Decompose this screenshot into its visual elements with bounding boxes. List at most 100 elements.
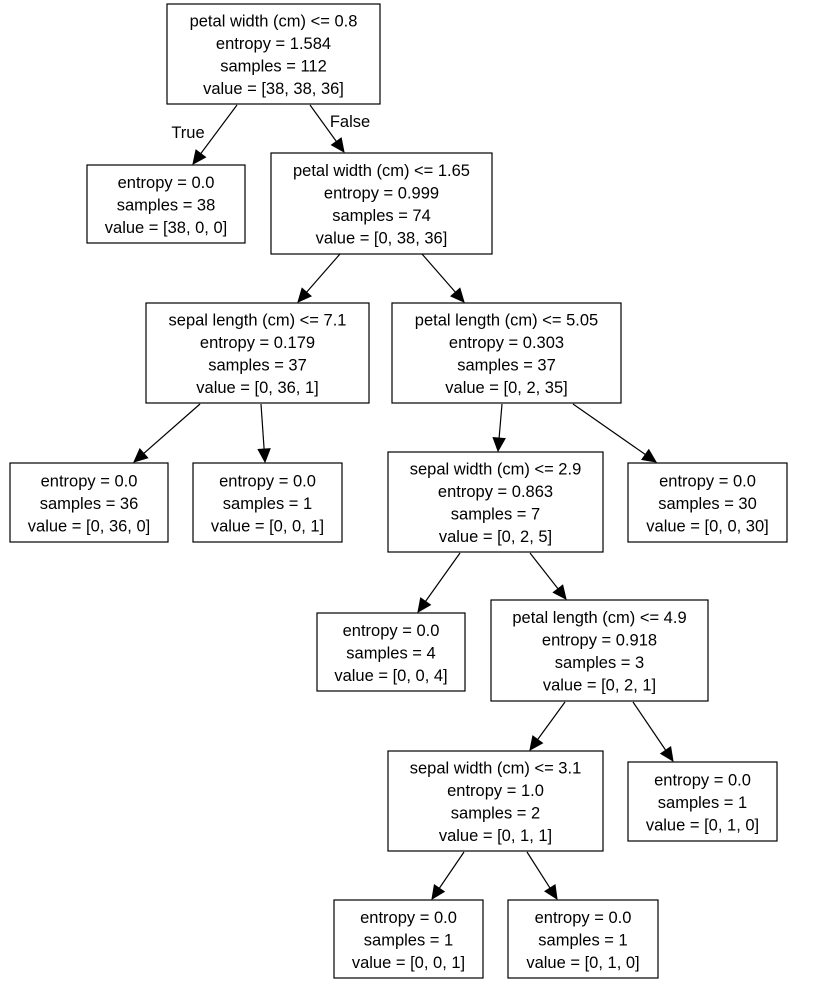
arrow-head [552, 584, 567, 600]
edge-line [526, 851, 551, 889]
edge-n4-n7 [492, 403, 506, 453]
node-box [387, 750, 604, 852]
edge-n11-n13 [431, 851, 465, 900]
node-value-text: value = [0, 0, 1] [352, 954, 465, 972]
node-samples-text: samples = 1 [538, 931, 627, 949]
node-entropy-text: entropy = 0.0 [659, 472, 756, 490]
node-entropy-text: entropy = 0.863 [438, 483, 553, 501]
edge-n4-n8 [572, 403, 657, 463]
node-entropy-text: entropy = 0.0 [343, 622, 440, 640]
node-box [391, 302, 622, 404]
edge-n3-n5 [133, 403, 201, 463]
edge-n7-n9 [417, 552, 461, 613]
node-samples-text: samples = 4 [346, 644, 435, 662]
arrow-head [257, 448, 271, 464]
node-entropy-text: entropy = 0.0 [219, 472, 316, 490]
arrow-head [192, 149, 207, 165]
node-split-condition: sepal width (cm) <= 2.9 [410, 461, 582, 479]
edge-n0-n2: False [309, 104, 370, 153]
arrow-head [529, 735, 544, 751]
node-entropy-text: entropy = 0.0 [360, 909, 457, 927]
edge-line [421, 253, 456, 293]
node-entropy-text: entropy = 0.918 [542, 632, 657, 650]
node-split-condition: sepal length (cm) <= 7.1 [169, 312, 347, 330]
edge-line [143, 403, 201, 454]
tree-node-n6: entropy = 0.0 samples = 1 value = [0, 0, 1… [192, 462, 343, 543]
edge-n11-n14 [526, 851, 558, 901]
node-entropy-text: entropy = 0.179 [200, 334, 315, 352]
node-box [145, 302, 370, 404]
edge-n10-n11 [529, 701, 566, 751]
node-value-text: value = [0, 36, 1] [196, 379, 318, 397]
node-samples-text: samples = 74 [332, 207, 431, 225]
node-box [9, 462, 169, 543]
node-box [166, 3, 381, 105]
tree-node-n9: entropy = 0.0 samples = 4 value = [0, 0, 4… [316, 612, 466, 692]
node-box [507, 899, 659, 979]
arrow-head [133, 447, 149, 463]
edge-line [309, 104, 337, 142]
node-samples-text: samples = 38 [117, 196, 216, 214]
edge-n10-n12 [632, 701, 674, 762]
tree-node-n1: entropy = 0.0 samples = 38 value = [38, 0,… [86, 164, 246, 244]
arrow-head [431, 884, 446, 900]
edge-n2-n4 [421, 253, 465, 303]
node-entropy-text: entropy = 0.0 [535, 909, 632, 927]
node-value-text: value = [0, 1, 1] [439, 827, 552, 845]
arrow-head [450, 287, 465, 303]
edge-line [200, 104, 238, 154]
node-samples-text: samples = 30 [658, 495, 757, 513]
node-box [86, 164, 246, 244]
edge-line [498, 403, 503, 439]
edge-line [260, 403, 265, 450]
edge-line [632, 701, 667, 751]
arrow-head [330, 137, 345, 153]
node-entropy-text: entropy = 1.584 [216, 35, 331, 53]
edge-line [537, 701, 566, 740]
node-entropy-text: entropy = 0.303 [449, 334, 564, 352]
node-entropy-text: entropy = 0.0 [118, 174, 215, 192]
node-split-condition: sepal width (cm) <= 3.1 [410, 760, 582, 778]
node-samples-text: samples = 37 [457, 357, 556, 375]
tree-node-n12: entropy = 0.0 samples = 1 value = [0, 1, 0… [627, 761, 778, 842]
node-value-text: value = [0, 0, 4] [334, 667, 447, 685]
node-samples-text: samples = 1 [658, 794, 747, 812]
node-split-condition: petal width (cm) <= 1.65 [293, 162, 470, 180]
arrow-head [641, 448, 657, 463]
node-samples-text: samples = 7 [451, 506, 540, 524]
node-box [333, 899, 484, 979]
node-value-text: value = [38, 38, 36] [203, 80, 344, 98]
edge-line [438, 851, 465, 889]
node-entropy-text: entropy = 0.0 [41, 472, 138, 490]
arrow-head [297, 287, 312, 303]
arrow-head [544, 883, 558, 901]
node-samples-text: samples = 1 [364, 931, 453, 949]
node-value-text: value = [0, 36, 0] [28, 517, 150, 535]
edge-label-true: True [171, 124, 204, 142]
tree-node-n13: entropy = 0.0 samples = 1 value = [0, 0, 1… [333, 899, 484, 979]
node-value-text: value = [0, 0, 1] [211, 517, 324, 535]
edge-n3-n6 [257, 403, 271, 464]
tree-node-n7: sepal width (cm) <= 2.9 entropy = 0.863 sa… [387, 451, 604, 553]
node-value-text: value = [0, 1, 0] [526, 954, 639, 972]
node-box [490, 599, 709, 702]
node-value-text: value = [38, 0, 0] [105, 219, 227, 237]
edges-layer: True False [133, 104, 674, 901]
arrow-head [417, 597, 432, 613]
node-entropy-text: entropy = 0.0 [654, 771, 751, 789]
node-box [192, 462, 343, 543]
node-split-condition: petal length (cm) <= 5.05 [415, 312, 598, 330]
node-samples-text: samples = 1 [223, 495, 312, 513]
node-samples-text: samples = 3 [555, 654, 644, 672]
tree-node-n14: entropy = 0.0 samples = 1 value = [0, 1, 0… [507, 899, 659, 979]
node-box [627, 462, 788, 543]
node-value-text: value = [0, 1, 0] [646, 816, 759, 834]
